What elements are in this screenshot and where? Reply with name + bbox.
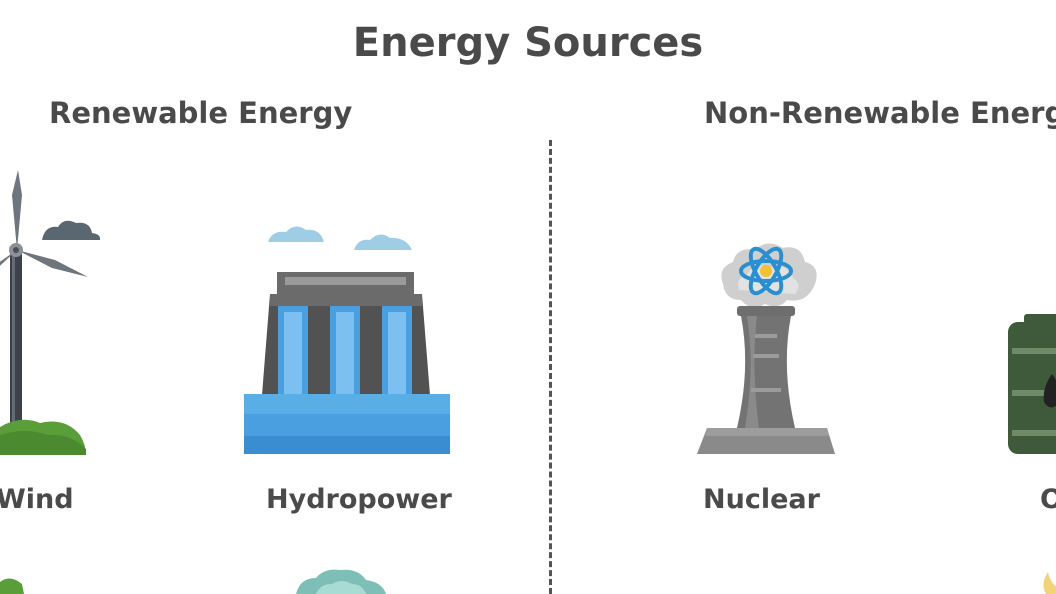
label-oil: O — [1040, 484, 1056, 515]
label-hydropower: Hydropower — [266, 484, 452, 515]
cloud-partial-icon — [296, 569, 386, 594]
page-title: Energy Sources — [352, 20, 704, 66]
flame-partial-icon — [1043, 572, 1056, 594]
oil-barrel-icon — [1008, 314, 1056, 454]
wind-turbine-icon — [0, 170, 101, 455]
grass-partial-icon — [0, 578, 24, 594]
label-nuclear: Nuclear — [703, 484, 820, 515]
section-title-non-renewable: Non-Renewable Energ — [704, 96, 1056, 130]
hydro-dam-icon — [244, 226, 450, 454]
nuclear-plant-icon — [697, 243, 835, 454]
section-title-renewable: Renewable Energy — [49, 96, 353, 130]
section-divider — [549, 140, 552, 594]
label-wind: Wind — [0, 484, 74, 515]
